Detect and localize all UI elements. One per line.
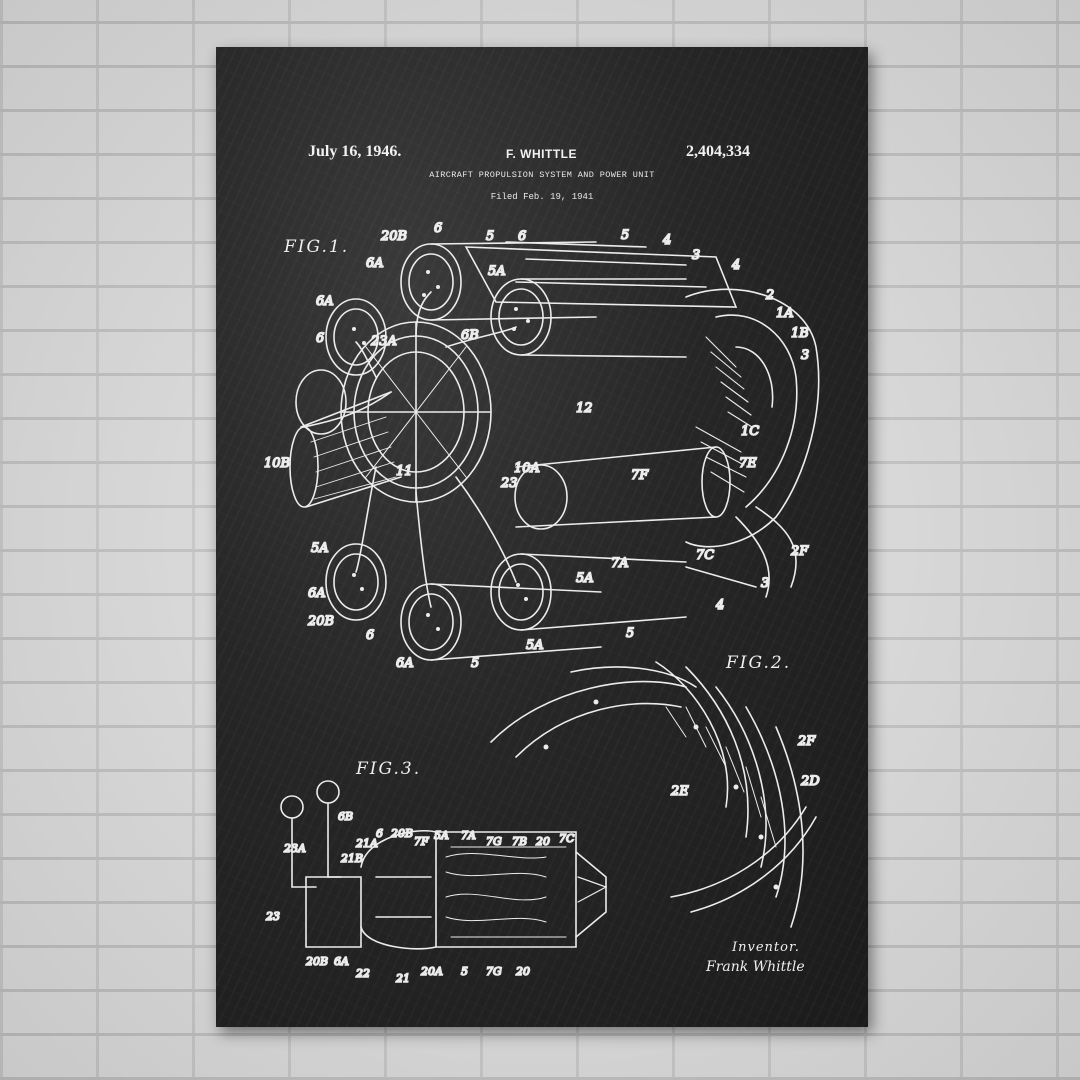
label-7c-fig3: 7C: [559, 832, 575, 845]
patent-number: 2,404,334: [686, 143, 750, 160]
label-6-top: 6: [434, 221, 442, 236]
label-3-right: 3: [801, 348, 809, 363]
label-5-right: 5: [621, 228, 629, 243]
label-7g-top: 7G: [486, 835, 502, 848]
label-23a-fig3: 23A: [283, 842, 306, 855]
label-5-bottom: 5: [626, 626, 634, 641]
label-6a-left: 6A: [316, 294, 334, 309]
label-23: 23: [500, 476, 518, 491]
fig3-chamber-illustration: [280, 780, 608, 950]
patent-poster: July 16, 1946. F. WHITTLE 2,404,334 AIRC…: [216, 47, 868, 1027]
label-5-top: 5: [486, 229, 494, 244]
label-7a-fig3: 7A: [461, 829, 476, 842]
label-2f: 2F: [790, 544, 809, 559]
fig1-combustion-chambers: [295, 241, 731, 661]
label-4-top: 4: [662, 233, 671, 248]
label-5a-bottom: 5A: [576, 571, 594, 586]
label-4-right: 4: [731, 258, 740, 273]
label-20b: 20B: [380, 229, 407, 244]
signature-title: Inventor.: [732, 940, 800, 955]
signature-name: Frank Whittle: [706, 959, 805, 975]
patent-title: AIRCRAFT PROPULSION SYSTEM AND POWER UNI…: [429, 170, 655, 180]
fig2-label: FIG.2.: [726, 653, 792, 673]
fig2-blade-illustration: [490, 661, 817, 928]
label-20b-fig3: 20B: [390, 827, 413, 840]
label-6a-fig3: 6A: [334, 955, 349, 968]
patent-date: July 16, 1946.: [308, 143, 402, 160]
label-6-left: 6: [316, 331, 324, 346]
label-6-top2: 6: [518, 229, 526, 244]
label-7b: 7B: [512, 835, 527, 848]
label-7f: 7F: [631, 468, 649, 483]
chalkboard-texture: [216, 47, 868, 1027]
fig1-engine-illustration: [289, 241, 820, 661]
label-10b: 10B: [264, 456, 290, 471]
label-20b-fig3-bottom: 20B: [305, 955, 328, 968]
label-5a-top: 5A: [488, 264, 506, 279]
label-6a-top: 6A: [366, 256, 384, 271]
label-7a: 7A: [611, 556, 629, 571]
label-7e: 7E: [739, 456, 757, 471]
label-6-bottom: 6: [366, 628, 374, 643]
label-5a-left: 5A: [311, 541, 329, 556]
label-4-bottom: 4: [715, 598, 724, 613]
label-5a-fig3: 5A: [434, 829, 449, 842]
label-20a: 20A: [420, 965, 443, 978]
label-2f-fig2: 2F: [797, 734, 816, 749]
label-20-top: 20: [535, 835, 550, 848]
label-5a-bottom2: 5A: [526, 638, 544, 653]
label-2: 2: [765, 288, 774, 303]
label-5-fig3: 5: [461, 965, 468, 978]
label-12: 12: [576, 401, 593, 416]
label-3-bottom: 3: [761, 576, 769, 591]
label-20-bottom: 20: [515, 965, 530, 978]
fig3-label: FIG.3.: [356, 759, 422, 779]
label-2e: 2E: [670, 784, 689, 799]
label-21b: 21B: [340, 852, 363, 865]
label-20b-bottom: 20B: [307, 614, 334, 629]
label-11: 11: [396, 464, 413, 479]
label-23a: 23A: [370, 334, 397, 349]
label-6a-bottom2: 6A: [396, 656, 414, 671]
label-23-fig3: 23: [265, 910, 280, 923]
fig1-label: FIG.1.: [284, 237, 350, 257]
label-7f-fig3: 7F: [414, 835, 429, 848]
label-10a: 10A: [514, 461, 540, 476]
label-6b-fig3: 6B: [338, 810, 353, 823]
patent-filed-date: Filed Feb. 19, 1941: [490, 192, 594, 202]
label-1b: 1B: [791, 326, 809, 341]
label-5-bottom2: 5: [471, 656, 479, 671]
patent-inventor: F. WHITTLE: [506, 147, 577, 161]
label-1a: 1A: [776, 306, 794, 321]
label-6-fig3: 6: [376, 827, 383, 840]
label-7c: 7C: [696, 548, 714, 563]
label-7g-bottom: 7G: [486, 965, 502, 978]
label-3-top: 3: [692, 248, 700, 263]
patent-drawing: 20B 6 5 6 5 4 3 4 2 1A 1B 3 6A 5A 6A 6 2…: [263, 220, 821, 986]
label-21: 21: [395, 972, 410, 985]
label-22: 22: [355, 967, 370, 980]
label-6a-bottom: 6A: [308, 586, 326, 601]
label-1c: 1C: [741, 424, 759, 439]
label-21a: 21A: [355, 837, 378, 850]
label-2d: 2D: [800, 774, 820, 789]
label-6b: 6B: [461, 328, 479, 343]
